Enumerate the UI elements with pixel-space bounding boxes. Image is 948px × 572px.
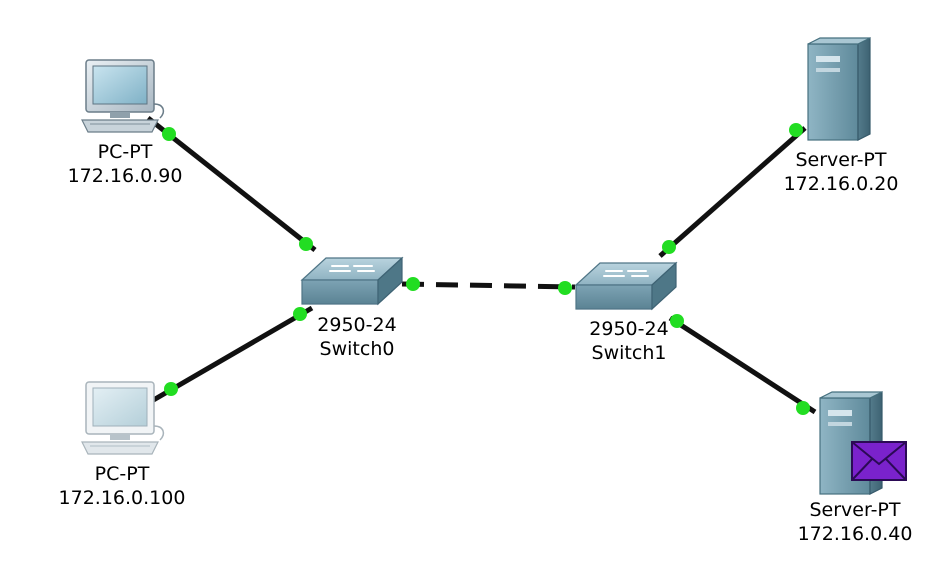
pc1-ip: 172.16.0.100	[58, 487, 186, 509]
switch1-label: 2950-24 Switch1	[564, 317, 694, 365]
link-switch1-server0[interactable]	[658, 126, 807, 258]
switch-icon	[300, 256, 404, 306]
switch0-model: 2950-24	[317, 314, 397, 336]
server0-device[interactable]	[807, 37, 871, 141]
pc1-type: PC-PT	[94, 463, 150, 485]
switch-icon	[574, 261, 678, 311]
desktop-pc-icon	[81, 59, 165, 133]
link-light-switch1-server0	[662, 240, 676, 254]
link-lights-layer	[162, 123, 810, 415]
pc0-label: PC-PT 172.16.0.90	[50, 140, 200, 188]
link-light-switch0-pc0	[299, 237, 313, 251]
pc0-type: PC-PT	[97, 141, 153, 163]
link-light-switch1-trunk	[558, 281, 572, 295]
envelope-icon[interactable]	[851, 441, 907, 481]
server0-type: Server-PT	[795, 149, 887, 171]
server1-label: Server-PT 172.16.0.40	[780, 498, 930, 546]
switch0-device[interactable]	[300, 256, 404, 306]
link-light-switch0-trunk	[406, 277, 420, 291]
server1-ip: 172.16.0.40	[797, 523, 913, 545]
server0-label: Server-PT 172.16.0.20	[766, 148, 916, 196]
switch0-name: Switch0	[319, 338, 395, 360]
switch0-label: 2950-24 Switch0	[292, 313, 422, 361]
server0-ip: 172.16.0.20	[783, 173, 899, 195]
link-light-pc0	[162, 127, 176, 141]
switch1-model: 2950-24	[589, 318, 669, 340]
pc0-device[interactable]	[81, 59, 165, 133]
link-light-switch1-server1	[670, 314, 684, 328]
link-light-server0	[789, 123, 803, 137]
links-layer	[146, 116, 817, 415]
link-switch1-server1[interactable]	[668, 315, 817, 415]
link-light-pc1	[164, 382, 178, 396]
desktop-pc-icon	[81, 381, 165, 455]
pc1-label: PC-PT 172.16.0.100	[42, 462, 202, 510]
switch1-device[interactable]	[574, 261, 678, 311]
link-light-server1	[796, 401, 810, 415]
pc0-ip: 172.16.0.90	[67, 165, 183, 187]
link-pc0-switch0[interactable]	[146, 116, 317, 252]
link-light-switch0-pc1	[293, 307, 307, 321]
server1-device[interactable]	[819, 391, 907, 495]
server1-type: Server-PT	[809, 499, 901, 521]
switch1-name: Switch1	[591, 342, 667, 364]
server-tower-icon	[807, 37, 871, 141]
link-switch0-switch1[interactable]	[401, 281, 576, 290]
pc1-device[interactable]	[81, 381, 165, 455]
